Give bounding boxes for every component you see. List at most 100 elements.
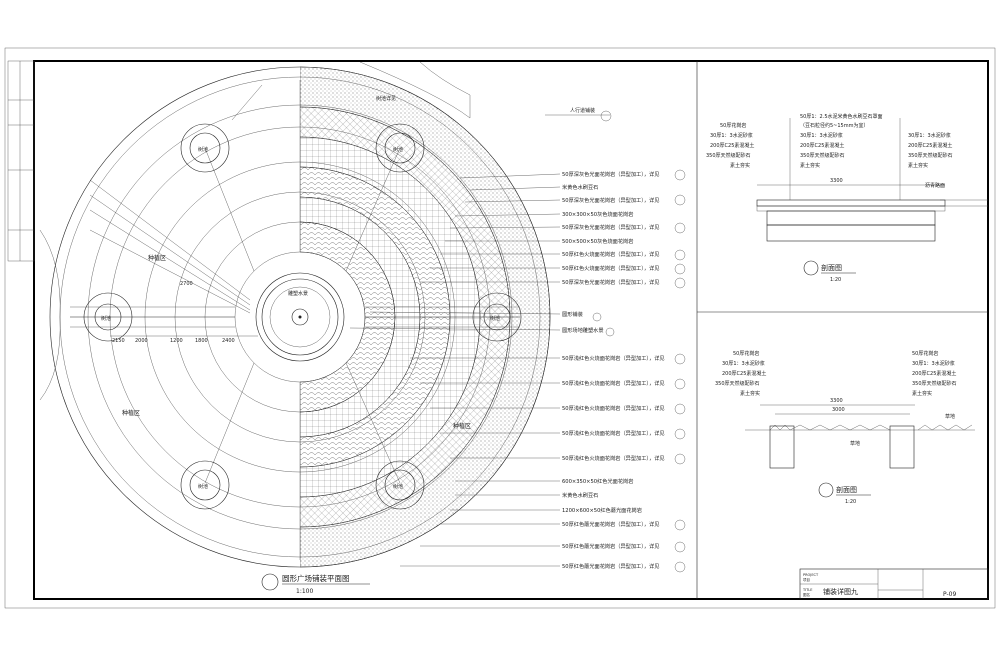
tree-label: 树池 (198, 146, 208, 153)
tree-pit (180, 123, 230, 173)
svg-text:50厚红色蘑光面花岗岩（异型加工），详见: 50厚红色蘑光面花岗岩（异型加工），详见 (562, 542, 659, 550)
section1-layer: 30厚1：3水泥砂浆 (800, 132, 843, 139)
section1-layer: 30厚1：3水泥砂浆 (908, 132, 951, 139)
paving-pattern-right (300, 66, 551, 568)
svg-text:50厚深灰色光面花岗岩（异型加工），详见: 50厚深灰色光面花岗岩（异型加工），详见 (562, 223, 659, 231)
svg-text:50厚红色火烧面花岗岩（异型加工），详见: 50厚红色火烧面花岗岩（异型加工），详见 (562, 250, 659, 258)
section2-layer: 素土夯实 (912, 390, 932, 397)
section1-bubble (803, 260, 819, 276)
zone-label: 种植区 (122, 409, 140, 417)
tree-label: 树池 (490, 315, 500, 322)
svg-text:50厚深灰色光面花岗岩（异型加工），详见: 50厚深灰色光面花岗岩（异型加工），详见 (562, 170, 659, 178)
section1-layer: 50厚1：2.5水泥米黄色水刷豆石罩面 (800, 113, 883, 120)
center-label: 雕塑水景 (288, 290, 308, 297)
dim-label: 2700 (180, 281, 193, 287)
plan-number-bubble (261, 573, 279, 591)
callout-top: 树池详见 (376, 95, 396, 102)
tree-pit (180, 460, 230, 510)
section2-lawn: 草地 (945, 413, 955, 420)
section2-layer: 50厚花岗岩 (733, 350, 759, 357)
callout: 50厚浅红色火烧面花岗岩（异型加工），详见 (450, 453, 686, 465)
sheet-number: P-09 (943, 591, 956, 598)
svg-text:50厚浅红色火烧面花岗岩（异型加工），详见: 50厚浅红色火烧面花岗岩（异型加工），详见 (562, 429, 665, 437)
callout: 50厚红色蘑光面花岗岩（异型加工），详见 (440, 519, 686, 531)
tree-label: 树池 (198, 483, 208, 490)
section2-layer: 350厚天然级配砂石 (715, 380, 760, 387)
callout: 50厚红色火烧面花岗岩（异型加工），详见 (430, 263, 686, 275)
tree-label: 树池 (101, 315, 111, 322)
section1-layer: 素土夯实 (908, 162, 928, 169)
svg-text:米黄色水刷豆石: 米黄色水刷豆石 (562, 491, 598, 499)
svg-text:50厚红色火烧面花岗岩（异型加工），详见: 50厚红色火烧面花岗岩（异型加工），详见 (562, 264, 659, 272)
section1-layer: （豆石粒径约5~15mm为宜） (800, 122, 868, 129)
callout: 500×500×50灰色烧面花岗岩 (445, 237, 633, 245)
callout: 50厚红色蘑光面花岗岩（异型加工），详见 (400, 561, 686, 573)
left-road (39, 229, 61, 401)
section2-layer: 200厚C25素混凝土 (722, 370, 766, 377)
callouts-lower: 50厚浅红色火烧面花岗岩（异型加工），详见 50厚浅红色火烧面花岗岩（异型加工）… (400, 353, 686, 573)
callout: 50厚深灰色光面花岗岩（异型加工），详见 (464, 194, 686, 206)
callout: 50厚深灰色光面花岗岩（异型加工），详见 (449, 222, 686, 234)
callout: 50厚浅红色火烧面花岗岩（异型加工），详见 (410, 353, 686, 365)
plan-title: 圆形广场铺装平面图 1:100 (261, 573, 370, 595)
tree-pit (472, 292, 522, 342)
section-detail-1: 3300 沥青路面 50厚1：2.5水泥米黄色水刷豆石罩面 （豆石粒径约5~15… (706, 113, 988, 283)
dim-label: 2400 (222, 338, 235, 344)
dim-label: 2150 (112, 338, 125, 344)
svg-text:50厚深灰色光面花岗岩（异型加工），详见: 50厚深灰色光面花岗岩（异型加工），详见 (562, 196, 659, 204)
tree-pit (375, 123, 425, 173)
section2-title: 剖面图 (836, 485, 857, 494)
callout: 米黄色水刷豆石 (469, 183, 598, 191)
section1-layer: 素土夯实 (800, 162, 820, 169)
callout: 米黄色水刷豆石 (455, 491, 598, 499)
svg-text:圆形铺装: 圆形铺装 (562, 310, 583, 318)
callout-top: 人行道铺装 (570, 107, 595, 114)
tree-pits (83, 123, 522, 510)
project-name: 项目 (803, 577, 810, 582)
svg-text:50厚浅红色火烧面花岗岩（异型加工），详见: 50厚浅红色火烧面花岗岩（异型加工），详见 (562, 454, 665, 462)
section1-scale: 1:20 (830, 277, 841, 283)
svg-text:50厚浅红色火烧面花岗岩（异型加工），详见: 50厚浅红色火烧面花岗岩（异型加工），详见 (562, 379, 665, 387)
upper-road (359, 62, 471, 119)
svg-text:50厚浅红色火烧面花岗岩（异型加工），详见: 50厚浅红色火烧面花岗岩（异型加工），详见 (562, 354, 665, 362)
plan-title-text: 圆形广场铺装平面图 (282, 573, 350, 583)
radial-dimension-lines (89, 179, 251, 314)
tree-pit (375, 460, 425, 510)
section2-layer: 30厚1：3水泥砂浆 (912, 360, 955, 367)
callout: 50厚浅红色火烧面花岗岩（异型加工），详见 (420, 378, 686, 390)
section2-layer: 素土夯实 (740, 390, 760, 397)
callout: 50厚红色蘑光面花岗岩（异型加工），详见 (420, 541, 686, 553)
svg-text:圆形场地雕塑水景: 圆形场地雕塑水景 (562, 326, 604, 334)
dim-label: 1200 (170, 338, 183, 344)
svg-text:米黄色水刷豆石: 米黄色水刷豆石 (562, 183, 598, 191)
section1-layer: 350厚天然级配砂石 (908, 152, 953, 159)
project-label: PROJECT (803, 573, 819, 577)
title-name: 图名 (803, 592, 810, 597)
dim-label: 1800 (195, 338, 208, 344)
section1-title: 剖面图 (821, 263, 842, 272)
callout: 50厚红色火烧面花岗岩（异型加工），详见 (440, 249, 686, 261)
plan-labels: 种植区 种植区 种植区 雕塑水景 树池 树池 树池 树池 树池 树池 树池详见 … (101, 95, 612, 490)
section2-layer: 350厚天然级配砂石 (912, 380, 957, 387)
plan-scale: 1:100 (296, 588, 313, 595)
dim-label: 2000 (135, 338, 148, 344)
svg-text:300×300×50灰色烧面花岗岩: 300×300×50灰色烧面花岗岩 (562, 210, 633, 218)
section1-layer: 200厚C25素混凝土 (800, 142, 844, 149)
tree-pit (83, 292, 133, 342)
svg-text:50厚深灰色光面花岗岩（异型加工），详见: 50厚深灰色光面花岗岩（异型加工），详见 (562, 278, 659, 286)
svg-text:50厚红色蘑光面花岗岩（异型加工），详见: 50厚红色蘑光面花岗岩（异型加工），详见 (562, 562, 659, 570)
section1-layer: 50厚花岗岩 (720, 122, 746, 129)
section2-scale: 1:20 (845, 499, 856, 505)
callout: 圆形铺装 (369, 310, 602, 322)
left-strip (7, 60, 35, 262)
svg-text:50厚红色蘑光面花岗岩（异型加工），详见: 50厚红色蘑光面花岗岩（异型加工），详见 (562, 520, 659, 528)
svg-text:50厚浅红色火烧面花岗岩（异型加工），详见: 50厚浅红色火烧面花岗岩（异型加工），详见 (562, 404, 665, 412)
svg-text:600×350×50红色光面花岗岩: 600×350×50红色光面花岗岩 (562, 477, 633, 485)
section2-bubble (818, 482, 834, 498)
callout: 50厚深灰色光面花岗岩（异型加工），详见 (420, 277, 686, 289)
callout: 50厚浅红色火烧面花岗岩（异型加工），详见 (430, 403, 686, 415)
zone-label: 种植区 (148, 254, 166, 262)
section2-layer: 30厚1：3水泥砂浆 (722, 360, 765, 367)
sheet-border (4, 47, 996, 609)
section2-lawn: 草地 (850, 440, 860, 447)
